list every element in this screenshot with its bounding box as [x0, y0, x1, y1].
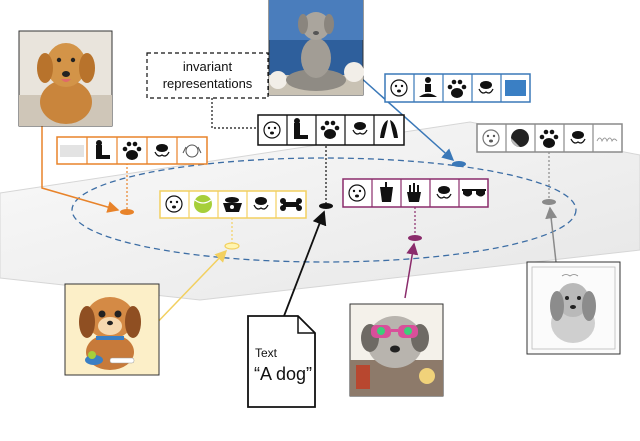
- label-line-2: representations: [162, 76, 253, 91]
- icon-strip-photo: [56, 136, 208, 165]
- embedding-point-cartoon: [224, 242, 240, 250]
- icon-strip-text: [257, 114, 405, 146]
- sitting-dog-icon: [96, 140, 110, 159]
- dog-nose-icon: [570, 131, 586, 144]
- sitting-dog-icon: [294, 118, 308, 139]
- dog-face-icon: [165, 195, 183, 213]
- golden-retriever-photo: [18, 30, 113, 127]
- blue-swatch-icon: [505, 80, 526, 96]
- dog-head-icon: [182, 144, 202, 158]
- fries-icon: [407, 183, 421, 202]
- dog-face-icon: [482, 129, 500, 147]
- embedding-point-popart: [408, 235, 422, 241]
- dog-statue-photo: [268, 0, 364, 96]
- dog-bowl-icon: [223, 197, 242, 212]
- label-line-1: invariant: [182, 59, 233, 74]
- signature-icon: [596, 137, 618, 143]
- document-content: “A dog”: [254, 364, 313, 384]
- pop-art-dog-image: [349, 303, 444, 397]
- icon-strip-statue: [384, 73, 531, 103]
- paw-icon: [539, 129, 559, 148]
- blank-icon: [60, 145, 84, 157]
- embedding-point-text: [319, 203, 333, 209]
- arrow-statue: [349, 67, 455, 161]
- invariant-representations-box: [146, 52, 269, 99]
- paw-icon: [320, 120, 340, 139]
- paw-icon: [447, 79, 467, 98]
- arrow-sketch: [545, 206, 558, 263]
- arrow-text: [283, 210, 327, 317]
- cartoon-dog-image: [64, 283, 160, 376]
- meditating-figure-icon: [419, 77, 437, 97]
- dog-nose-icon: [154, 144, 170, 157]
- embedding-point-statue: [452, 161, 466, 167]
- sketch-dog-image: [526, 261, 621, 355]
- dog-nose-icon: [253, 197, 269, 210]
- shaded-circle-icon: [511, 129, 529, 147]
- arrow-popart: [404, 242, 419, 299]
- dog-face-icon: [390, 79, 408, 97]
- dog-nose-icon: [436, 186, 452, 199]
- embedding-point-photo: [120, 209, 134, 215]
- embedding-ellipse: [71, 157, 577, 263]
- paw-icon: [122, 141, 142, 160]
- icon-strip-cartoon: [159, 190, 307, 219]
- invariant-representations-label: invariant representations: [147, 58, 268, 92]
- embedding-point-sketch: [542, 199, 556, 205]
- dog-face-icon: [263, 121, 281, 139]
- sunglasses-icon: [462, 189, 486, 197]
- cup-icon: [380, 182, 393, 202]
- ears-icon: [380, 120, 398, 138]
- dog-face-icon: [348, 184, 366, 202]
- dog-nose-icon: [352, 122, 368, 135]
- connector-label-to-text-strip: [211, 98, 258, 129]
- icon-strip-popart: [342, 178, 489, 208]
- dog-nose-icon: [478, 81, 494, 94]
- tennis-ball-icon: [194, 195, 212, 213]
- arrow-cartoon: [149, 249, 228, 331]
- document-title: Text: [255, 346, 278, 360]
- icon-strip-sketch: [476, 123, 623, 153]
- text-document-icon: [247, 315, 316, 408]
- arrow-photo: [41, 126, 120, 213]
- bone-icon: [280, 198, 302, 211]
